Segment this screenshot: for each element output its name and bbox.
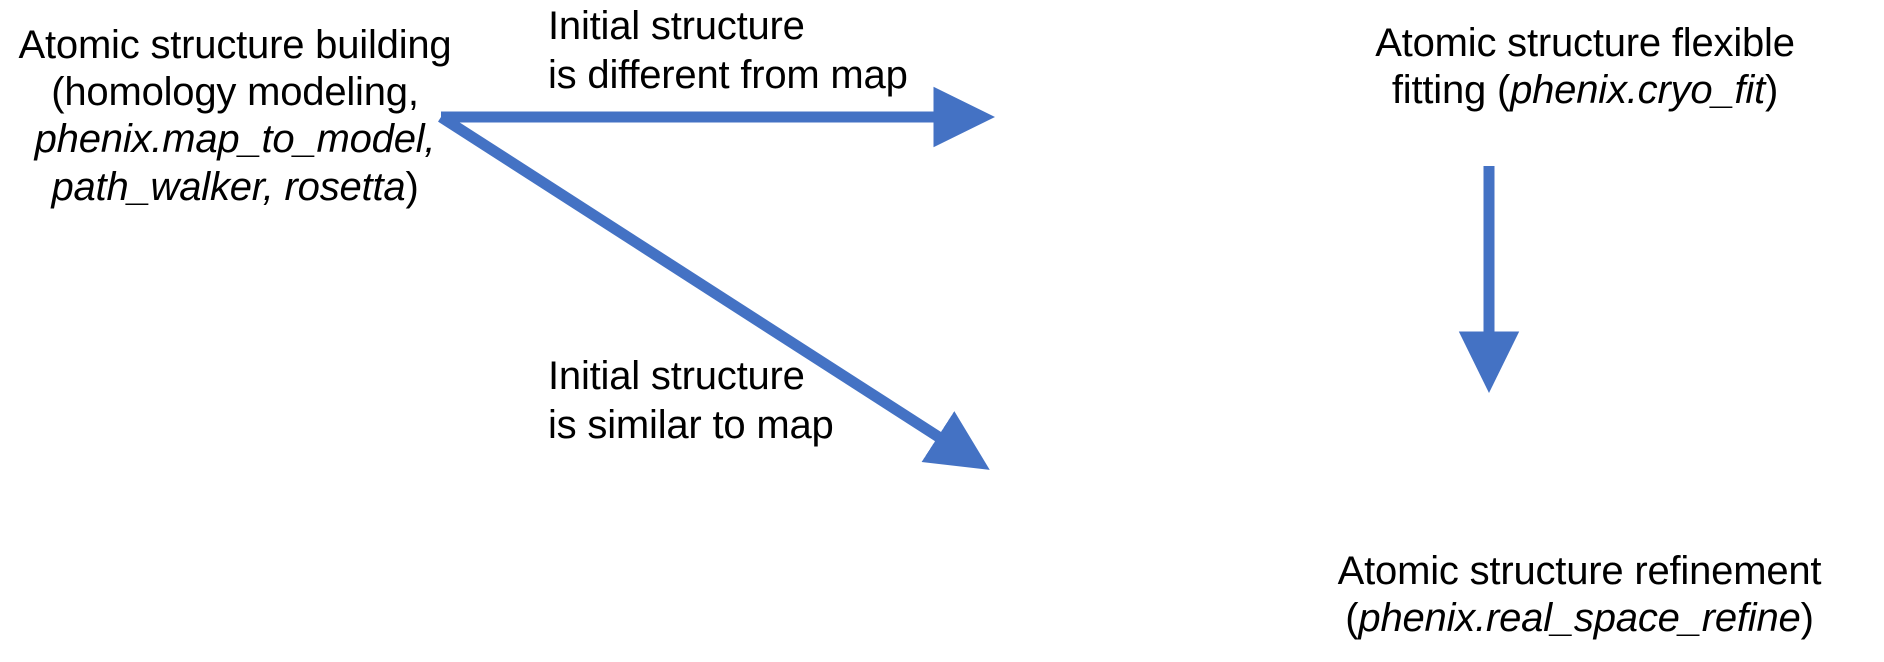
node-atomic-structure-flexible-fitting: Atomic structure flexible fitting (pheni… — [1285, 20, 1884, 114]
node-fitting-line-1: Atomic structure flexible — [1375, 21, 1795, 65]
node-refinement-prefix: ( — [1345, 596, 1359, 641]
edge-label-different-from-map: Initial structure is different from map — [548, 2, 908, 100]
node-fitting-line-2: fitting (phenix.cryo_fit) — [1285, 67, 1884, 114]
node-atomic-structure-refinement: Atomic structure refinement (phenix.real… — [1275, 548, 1884, 642]
edge-label-similar-line-2: is similar to map — [548, 402, 834, 447]
node-building-line-2: (homology modeling, — [51, 70, 419, 115]
node-building-line-4-italic: path_walker, rosetta — [51, 164, 406, 209]
node-building-line-3: phenix.map_to_model, — [34, 117, 436, 162]
edge-label-different-line-1: Initial structure — [548, 4, 805, 48]
node-building-line-1: Atomic structure building — [18, 23, 452, 67]
edge-label-different-line-2: is different from map — [548, 52, 908, 97]
node-refinement-suffix: ) — [1800, 596, 1814, 641]
node-building-line-4-paren: ) — [405, 164, 419, 209]
node-building-line-4: path_walker, rosetta) — [0, 164, 470, 211]
node-atomic-structure-building: Atomic structure building (homology mode… — [0, 22, 470, 211]
node-fitting-program: phenix.cryo_fit — [1510, 68, 1766, 113]
edge-label-similar-line-1: Initial structure — [548, 354, 805, 398]
edge-label-similar-to-map: Initial structure is similar to map — [548, 352, 834, 450]
node-refinement-line-1: Atomic structure refinement — [1337, 549, 1822, 593]
node-refinement-line-2: (phenix.real_space_refine) — [1275, 595, 1884, 642]
node-fitting-suffix: ) — [1765, 68, 1779, 113]
node-refinement-program: phenix.real_space_refine — [1358, 596, 1801, 641]
arrow-building-to-refinement — [438, 112, 990, 470]
node-fitting-prefix: fitting ( — [1391, 68, 1511, 113]
